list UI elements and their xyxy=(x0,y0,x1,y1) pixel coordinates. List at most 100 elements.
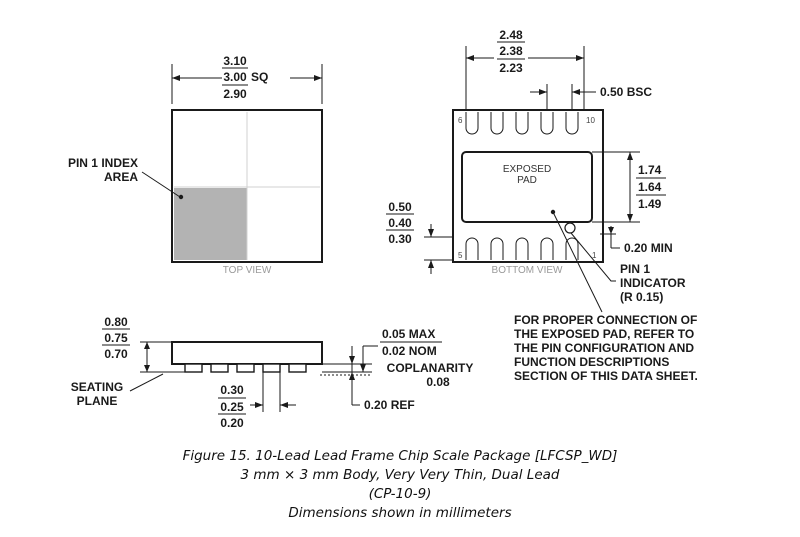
caption-body-size: 3 mm × 3 mm Body, Very Very Thin, Dual L… xyxy=(241,467,560,483)
note-line1: FOR PROPER CONNECTION OF xyxy=(514,313,697,327)
height-min: 0.70 xyxy=(104,347,128,361)
side-lead xyxy=(236,363,255,373)
seating-plane-leader xyxy=(129,373,164,392)
caption-units: Dimensions shown in millimeters xyxy=(288,505,511,521)
note-line2: THE EXPOSED PAD, REFER TO xyxy=(514,327,694,341)
arrowhead xyxy=(608,227,614,234)
pin-number-1: 1 xyxy=(592,251,597,260)
top-view-label: TOP VIEW xyxy=(223,265,272,276)
arrowhead xyxy=(349,356,355,364)
side-lead xyxy=(262,363,281,373)
pin-number-5: 5 xyxy=(458,251,463,260)
lead-pad xyxy=(540,237,554,260)
arrowhead xyxy=(314,75,322,81)
top-view: TOP VIEW 3.10 3.00 SQ 2.90 PIN 1 INDEX A… xyxy=(68,52,323,276)
arrowhead xyxy=(144,342,150,349)
top-width-min: 2.90 xyxy=(223,87,247,101)
note-line5: SECTION OF THIS DATA SHEET. xyxy=(514,369,698,383)
arrowhead xyxy=(627,152,633,160)
pad-height-nom: 1.64 xyxy=(638,180,662,194)
side-view-body xyxy=(171,341,323,365)
lead-width-max: 0.30 xyxy=(220,383,244,397)
lead-pad xyxy=(515,112,529,135)
lead-pad xyxy=(515,237,529,260)
lead-pad xyxy=(490,237,504,260)
arrowhead xyxy=(349,372,355,380)
side-lead xyxy=(184,363,203,373)
side-lead xyxy=(210,363,229,373)
coplanarity-value: 0.08 xyxy=(426,375,450,389)
pad-height-min: 1.49 xyxy=(638,197,662,211)
lead-pad xyxy=(540,112,554,135)
pin-number-6: 6 xyxy=(458,116,463,125)
label-mask xyxy=(222,52,290,104)
arrowhead xyxy=(280,402,288,408)
arrowhead xyxy=(428,229,434,237)
lead-length-min: 0.30 xyxy=(388,232,412,246)
bottom-view: EXPOSED PAD 6 10 5 1 BOTTOM VIEW 2.48 2.… xyxy=(386,26,698,383)
bottom-width-min: 2.23 xyxy=(499,61,523,75)
bottom-width-nom: 2.38 xyxy=(499,44,523,58)
figure-caption: Figure 15. 10-Lead Lead Frame Chip Scale… xyxy=(183,448,618,521)
height-max: 0.80 xyxy=(104,315,128,329)
pin1-notch xyxy=(564,222,576,234)
arrowhead xyxy=(576,55,584,61)
top-width-nom: 3.00 xyxy=(223,70,247,84)
height-nom: 0.75 xyxy=(104,331,128,345)
pin1-index-label-line1: PIN 1 INDEX xyxy=(68,156,138,170)
label-mask xyxy=(494,26,528,82)
pin1-indicator-leader xyxy=(570,232,616,282)
side-lead xyxy=(288,363,307,373)
pin-number-10: 10 xyxy=(586,116,595,125)
pin1-index-leader xyxy=(141,171,181,198)
lead-thickness-ref: 0.20 REF xyxy=(364,398,415,412)
lead-pad xyxy=(565,112,579,135)
seating-plane-line1: SEATING xyxy=(71,380,123,394)
exposed-pad-label-line1: EXPOSED xyxy=(503,164,551,175)
bottom-width-max: 2.48 xyxy=(499,28,523,42)
caption-package-code: (CP-10-9) xyxy=(369,486,432,502)
arrowhead xyxy=(539,89,547,95)
arrowhead xyxy=(428,260,434,268)
pin1-index-label-line2: AREA xyxy=(104,170,138,184)
arrowhead xyxy=(360,364,366,372)
note-leader xyxy=(552,211,603,313)
lead-pad xyxy=(565,237,579,260)
arrowhead xyxy=(466,55,474,61)
bottom-view-label: BOTTOM VIEW xyxy=(492,265,563,276)
exposed-pad xyxy=(461,151,593,223)
coplanarity-label: COPLANARITY xyxy=(387,361,474,375)
pin1-indicator-line1: PIN 1 xyxy=(620,262,650,276)
seating-plane-line2: PLANE xyxy=(77,394,118,408)
pitch-label: 0.50 BSC xyxy=(600,85,652,99)
arrowhead xyxy=(172,75,180,81)
pin1-indicator-line3: (R 0.15) xyxy=(620,290,663,304)
note-line4: FUNCTION DESCRIPTIONS xyxy=(514,355,669,369)
lead-length-nom: 0.40 xyxy=(388,216,412,230)
exposed-pad-label-line2: PAD xyxy=(517,175,537,186)
top-width-sq: SQ xyxy=(251,70,268,84)
caption-title: Figure 15. 10-Lead Lead Frame Chip Scale… xyxy=(183,448,618,464)
arrowhead xyxy=(627,214,633,222)
side-view: 0.80 0.75 0.70 SEATING PLANE 0.30 0.25 0… xyxy=(71,315,474,430)
arrowhead xyxy=(572,89,580,95)
standoff-nom: 0.02 NOM xyxy=(382,344,437,358)
lead-pad xyxy=(465,237,479,260)
arrowhead xyxy=(255,402,263,408)
standoff-max: 0.05 MAX xyxy=(382,327,435,341)
pad-height-max: 1.74 xyxy=(638,163,662,177)
lead-width-min: 0.20 xyxy=(220,416,244,430)
top-width-max: 3.10 xyxy=(223,54,247,68)
lead-pad xyxy=(465,112,479,135)
pin1-indicator-line2: INDICATOR xyxy=(620,276,686,290)
min-spacing-label: 0.20 MIN xyxy=(624,241,673,255)
lead-pad xyxy=(490,112,504,135)
note-line3: THE PIN CONFIGURATION AND xyxy=(514,341,694,355)
lead-width-nom: 0.25 xyxy=(220,400,244,414)
lead-length-max: 0.50 xyxy=(388,200,412,214)
arrowhead xyxy=(144,365,150,372)
pin1-index-dot xyxy=(178,194,184,200)
pin1-index-area xyxy=(174,188,247,260)
